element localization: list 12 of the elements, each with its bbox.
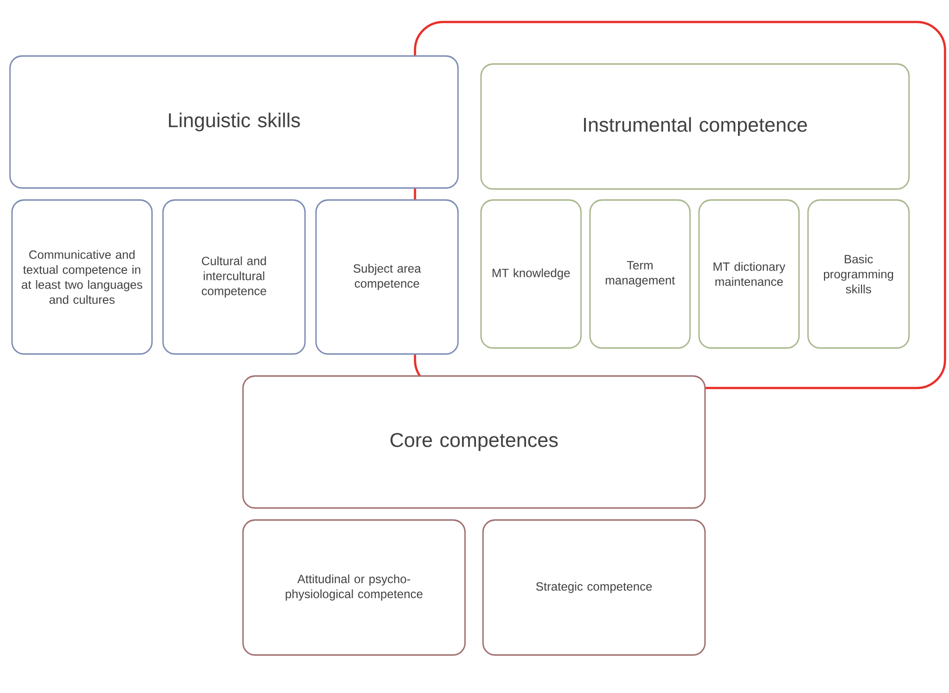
skill-box: MT knowledge xyxy=(480,199,582,349)
group-heading-box: Instrumental competence xyxy=(480,63,910,190)
skill-box: Term management xyxy=(589,199,691,349)
skill-box: Cultural and intercultural competence xyxy=(162,199,306,355)
group-heading-box: Linguistic skills xyxy=(9,55,459,189)
skill-box: MT dictionary maintenance xyxy=(698,199,800,349)
skill-box: Basic programming skills xyxy=(807,199,910,349)
skill-box: Subject area competence xyxy=(315,199,459,355)
group-heading-box: Core competences xyxy=(242,375,706,509)
skill-box: Communicative and textual competence in at least two languages and cultures xyxy=(11,199,153,355)
skill-box: Attitudinal or psycho-physiological competence xyxy=(242,519,466,656)
skill-box: Strategic competence xyxy=(482,519,706,656)
